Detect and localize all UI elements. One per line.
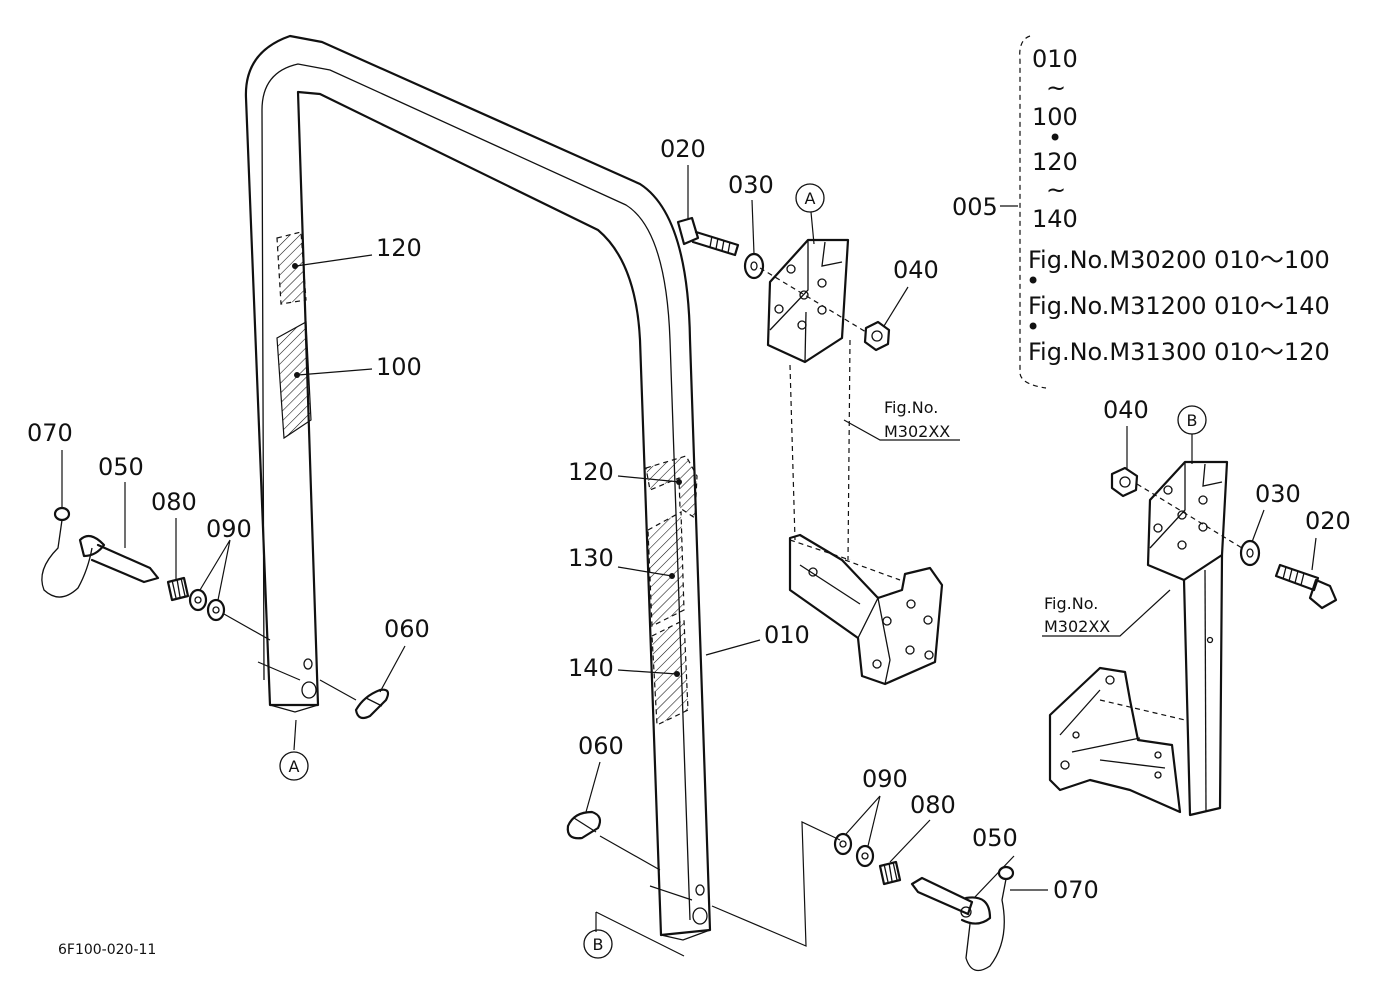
marker-b-bottom: B (583, 929, 613, 959)
roll-bar (244, 34, 712, 941)
fig-ref-upper-line1: Fig.No. (884, 398, 938, 417)
callout-pin-right: 050 (972, 824, 1018, 852)
pin-right (910, 876, 992, 925)
legend-fig-line: Fig.No.M30200 010～100 (1028, 246, 1330, 274)
callout-label-100: 100 (376, 353, 422, 381)
pin-axis-left (223, 613, 301, 681)
assembly-legend: 005 010 ~ 100 • 120 ~ 140 Fig.No.M30200 … (952, 35, 1330, 389)
legend-fig-line: • (1026, 313, 1040, 341)
callout-label-120-upper-right: 120 (568, 458, 614, 486)
legend-range-item: 100 (1032, 103, 1078, 131)
svg-text:B: B (1187, 411, 1198, 430)
washer-right (1239, 539, 1261, 567)
callout-clip-left: 060 (384, 615, 430, 643)
b-cut-line-right (711, 821, 841, 947)
callout-roll-bar: 010 (764, 621, 810, 649)
callout-washers-left: 090 (206, 515, 252, 543)
callout-washers-right: 090 (862, 765, 908, 793)
callout-washer-right: 030 (1255, 480, 1301, 508)
marker-b-bracket: B (1177, 405, 1207, 435)
label-decals-right (645, 455, 698, 726)
clip-axis-left (319, 679, 357, 701)
bolt-axis-right (1136, 483, 1243, 549)
clip-left (354, 688, 390, 720)
fig-ref-upper-line2: M302XX (884, 422, 950, 441)
nut-right (1110, 466, 1139, 498)
lanyard-left (41, 506, 93, 598)
bolt-top (676, 216, 740, 257)
callout-pin-left: 050 (98, 453, 144, 481)
legend-range-item: 120 (1032, 148, 1078, 176)
figure-code: 6F100-020-11 (58, 942, 156, 958)
clip-right (566, 810, 602, 840)
svg-text:B: B (593, 935, 604, 954)
legend-range-item: 010 (1032, 45, 1078, 73)
legend-range-item: ~ (1046, 176, 1066, 204)
svg-text:A: A (289, 757, 300, 776)
fig-ref-lower-line1: Fig.No. (1044, 594, 1098, 613)
callout-spring-left: 080 (151, 488, 197, 516)
spring-left (166, 576, 190, 602)
legend-range-item: ~ (1046, 74, 1066, 102)
washers-left (188, 588, 226, 622)
bolt-axis-top (759, 267, 867, 333)
legend-range-item: 140 (1032, 205, 1078, 233)
b-cut-line-left (595, 911, 685, 957)
spring-right (878, 860, 902, 886)
marker-a-bracket: A (795, 183, 825, 213)
washers-right (833, 832, 875, 868)
legend-assembly-number: 005 (952, 193, 998, 221)
callout-label-140: 140 (568, 654, 614, 682)
leader-lines (61, 165, 1317, 899)
legend-fig-line: Fig.No.M31200 010～140 (1028, 292, 1330, 320)
callout-clip-right: 060 (578, 732, 624, 760)
nut-top (863, 320, 891, 352)
legend-fig-line: • (1026, 267, 1040, 295)
marker-a-bottom: A (279, 751, 309, 781)
clip-axis-right (599, 835, 693, 901)
callout-nut-top: 040 (893, 256, 939, 284)
pin-left (78, 534, 160, 584)
washer-top (743, 252, 765, 280)
label-decals-left (276, 231, 312, 440)
callout-spring-right: 080 (910, 791, 956, 819)
callout-lanyard-left: 070 (27, 419, 73, 447)
callout-bolt-top: 020 (660, 135, 706, 163)
legend-range-item: • (1048, 124, 1062, 152)
legend-fig-line: Fig.No.M31300 010～120 (1028, 338, 1330, 366)
svg-text:A: A (805, 189, 816, 208)
upper-bracket (766, 238, 944, 686)
callout-label-120-upper-left: 120 (376, 234, 422, 262)
callout-nut-right: 040 (1103, 396, 1149, 424)
callout-washer-top: 030 (728, 171, 774, 199)
callout-bolt-right: 020 (1305, 507, 1351, 535)
fig-ref-lower-line2: M302XX (1044, 617, 1110, 636)
bolt-right (1274, 563, 1338, 610)
lower-bracket (1048, 460, 1229, 817)
callout-lanyard-right: 070 (1053, 876, 1099, 904)
lanyard-right (965, 865, 1015, 972)
callout-label-130: 130 (568, 544, 614, 572)
